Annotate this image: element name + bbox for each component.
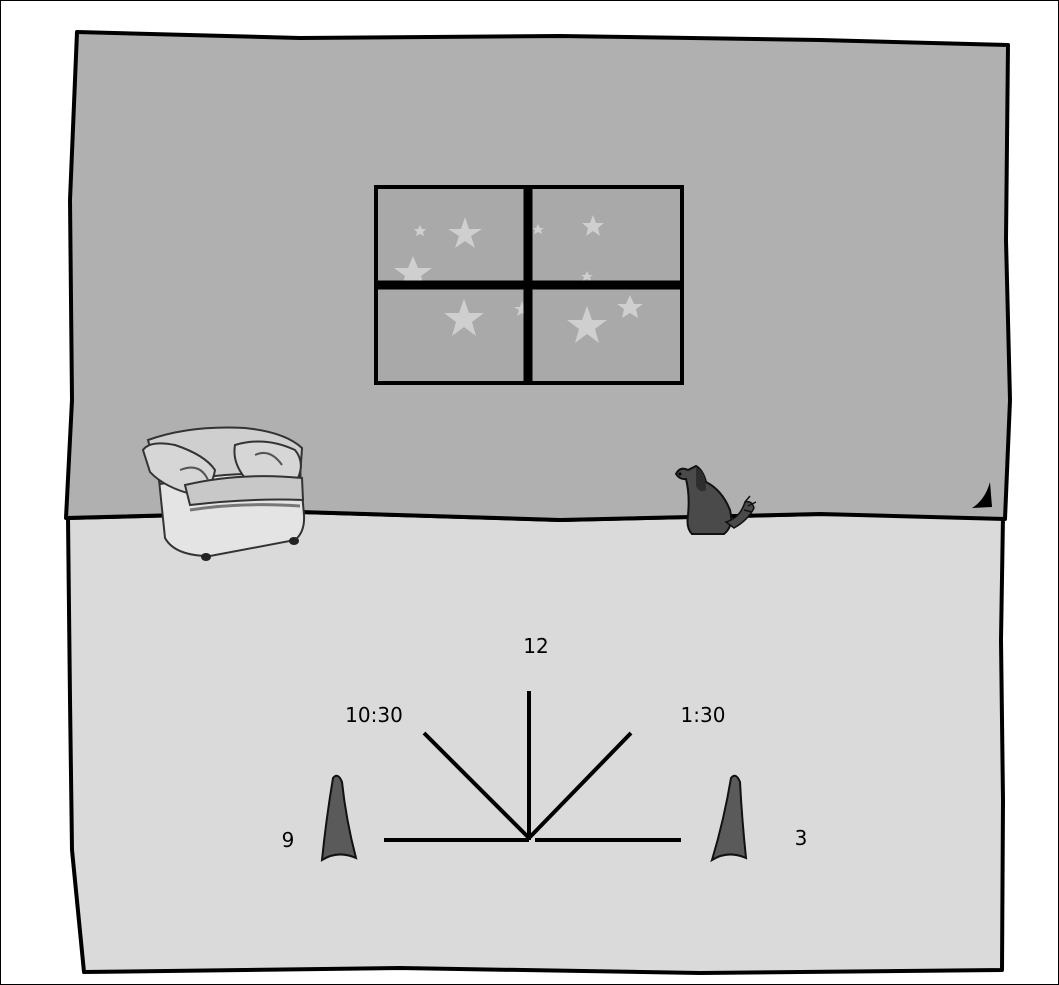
- label-12: 12: [523, 634, 548, 658]
- label-3: 3: [795, 826, 808, 850]
- label-9: 9: [282, 828, 295, 852]
- window: [376, 187, 682, 383]
- label-10-30: 10:30: [345, 703, 403, 727]
- label-1-30: 1:30: [681, 703, 726, 727]
- floor: [68, 512, 1003, 973]
- armchair-icon: [143, 428, 304, 562]
